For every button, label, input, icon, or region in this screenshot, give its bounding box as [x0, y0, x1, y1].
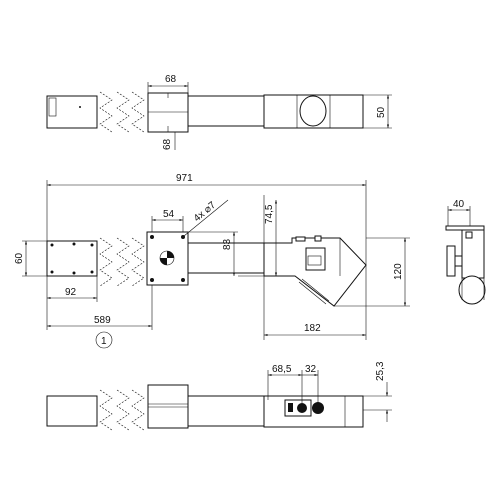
front-view-break-3: [131, 237, 145, 287]
mount-hole-1: [150, 235, 154, 239]
holes-label: 4x ⌀7: [192, 200, 218, 225]
front-view-break-1: [99, 237, 113, 287]
front-head-window-1: [298, 281, 327, 305]
top-view-lens: [299, 95, 327, 127]
side-view-lens: [458, 275, 486, 305]
front-block-hole-1: [50, 243, 54, 247]
top-view-break-left-2: [116, 91, 130, 133]
bottom-connector-3: [312, 402, 324, 414]
top-view-hole: [79, 106, 81, 108]
dim-32-label: 32: [305, 364, 317, 375]
front-view-end-block: [46, 240, 98, 277]
side-view-bracket-link: [454, 255, 463, 267]
dim-74-5-label: 74,5: [264, 204, 275, 224]
side-view-bracket: [446, 245, 456, 277]
front-head-panel: [305, 247, 326, 271]
side-view: 40: [445, 199, 486, 305]
dim-68-label: 68: [165, 74, 177, 85]
front-block-hole-6: [90, 270, 94, 274]
dim-68-5-label: 68,5: [272, 364, 292, 375]
bottom-view-break-1: [99, 389, 113, 431]
bottom-view-dimensions: 68,5 32 25,3: [267, 361, 392, 422]
bottom-view-break-3: [131, 389, 145, 431]
front-block-hole-4: [50, 270, 54, 274]
front-head-window-2: [301, 278, 330, 302]
top-view-end-block: [46, 95, 98, 129]
callout-circle: [95, 331, 113, 349]
bottom-view-clamp: [147, 384, 189, 429]
dim-182-label: 182: [304, 323, 321, 334]
dim-83-label: 83: [222, 238, 233, 250]
bottom-view-rail: [187, 395, 265, 427]
front-head-connector-2: [314, 235, 322, 242]
dim-92-label: 92: [65, 287, 77, 298]
top-view-break-left-3: [131, 91, 145, 133]
dim-589-label: 589: [94, 315, 111, 326]
top-view-dimensions: 68 68 50: [147, 74, 392, 150]
side-view-body: [461, 229, 485, 279]
mount-hole-4: [181, 278, 185, 282]
front-view-mount-plate: [146, 231, 189, 286]
top-view-rail: [187, 95, 265, 127]
bottom-view-end-block: [46, 395, 98, 427]
top-view-break-left-1: [99, 91, 113, 133]
side-view-connector: [465, 231, 473, 239]
front-block-hole-3: [90, 243, 94, 247]
bottom-view-break-2: [116, 389, 130, 431]
center-mark-q3: [160, 258, 167, 265]
front-view-break-2: [116, 237, 130, 287]
callout-number: 1: [101, 336, 107, 347]
bottom-view: [46, 384, 364, 431]
dim-971-label: 971: [176, 173, 193, 184]
dim-54-label: 54: [163, 209, 175, 220]
top-view: [46, 91, 364, 133]
side-view-top-plate: [445, 225, 485, 231]
front-block-hole-5: [72, 271, 76, 275]
front-view: [46, 231, 367, 307]
front-head-display: [307, 255, 322, 266]
holes-leader: [183, 199, 229, 237]
front-head-connector-1: [295, 236, 306, 242]
bottom-connector-1: [288, 403, 293, 412]
front-block-hole-2: [72, 242, 76, 246]
center-mark-q1: [167, 251, 174, 258]
dim-50-label: 50: [376, 106, 387, 118]
dim-40-label: 40: [453, 199, 465, 210]
mount-hole-3: [150, 278, 154, 282]
dim-68v-label: 68: [162, 138, 173, 150]
top-view-slot: [48, 97, 57, 117]
dim-60-label: 60: [14, 252, 25, 264]
front-view-rail: [187, 242, 265, 274]
dim-120-label: 120: [393, 263, 404, 280]
dim-25-3-label: 25,3: [375, 361, 386, 381]
bottom-connector-2: [297, 403, 307, 413]
